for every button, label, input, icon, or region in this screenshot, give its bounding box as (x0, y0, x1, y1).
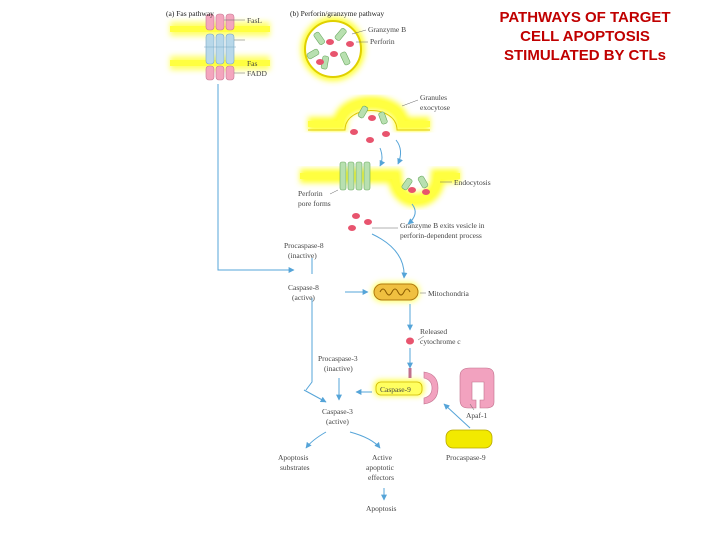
ctl-granule (301, 17, 365, 81)
apoptosis-label: Apoptosis (366, 504, 397, 513)
panel-b-label: (b) Perforin/granzyme pathway (290, 9, 384, 18)
caspase-9-complex (374, 368, 439, 405)
diagram-labels: (a) Fas pathway (b) Perforin/granzyme pa… (166, 9, 491, 513)
apaf-1-label: Apaf-1 (466, 411, 487, 420)
procaspase-9-label: Procaspase-9 (446, 453, 486, 462)
mitochondrion-icon (372, 282, 420, 302)
fasl-ligand (205, 13, 235, 31)
granules-label-1: Granules (420, 93, 447, 102)
procaspase-9-icon (445, 429, 493, 449)
caspase-3-label-2: (active) (326, 417, 349, 426)
apaf-1-icon (459, 367, 495, 409)
procaspase-3-label-1: Procaspase-3 (318, 354, 358, 363)
fas-label: Fas (247, 59, 258, 68)
fadd-label: FADD (247, 69, 267, 78)
granzyme-b-icon (316, 39, 354, 65)
title-line-2: CELL APOPTOSIS (520, 28, 650, 45)
endocytosis-label: Endocytosis (454, 178, 491, 187)
apoptosis-substrates-label-1: Apoptosis (278, 453, 309, 462)
granzyme-exit-label-1: Granzyme B exits vesicle in (400, 221, 485, 230)
apoptosis-substrates-label-2: substrates (280, 463, 310, 472)
perforin-icon (306, 27, 351, 70)
target-membrane (300, 169, 460, 207)
caspase-8-label-1: Caspase-8 (288, 283, 319, 292)
released-label-1: Released (420, 327, 447, 336)
endocytic-vesicle (401, 175, 430, 195)
granules-label-2: exocytose (420, 103, 451, 112)
free-granzyme-b (348, 213, 372, 231)
title-line-1: PATHWAYS OF TARGET (499, 9, 671, 26)
fadd-adaptor (205, 65, 235, 81)
panel-a-label: (a) Fas pathway (166, 9, 214, 18)
caspase-8-label-2: (active) (292, 293, 315, 302)
active-effectors-label-3: effectors (368, 473, 394, 482)
procaspase-8-label-2: (inactive) (288, 251, 317, 260)
cytochrome-c-icon (406, 337, 414, 345)
fasl-label: FasL (247, 16, 262, 25)
mitochondria-label: Mitochondria (428, 289, 469, 298)
exocytosis-membrane (308, 96, 430, 143)
caspase-9-label: Caspase-9 (380, 385, 411, 394)
perforin-pore-label-1: Perforin (298, 189, 323, 198)
active-effectors-label-2: apoptotic (366, 463, 395, 472)
slide-title: PATHWAYS OF TARGET CELL APOPTOSIS STIMUL… (470, 8, 700, 65)
active-effectors-label-1: Active (372, 453, 393, 462)
perforin-label: Perforin (370, 37, 395, 46)
released-label-2: cytochrome c (420, 337, 461, 346)
fas-receptor (204, 33, 236, 65)
title-line-3: STIMULATED BY CTLs (504, 47, 666, 64)
leader-lines (224, 19, 475, 411)
perforin-pore-label-2: pore forms (298, 199, 331, 208)
granzyme-b-label: Granzyme B (368, 25, 406, 34)
pathway-arrows (217, 84, 471, 501)
procaspase-3-label-2: (inactive) (324, 364, 353, 373)
granzyme-exit-label-2: perforin-dependent process (400, 231, 482, 240)
procaspase-8-label-1: Procaspase-8 (284, 241, 324, 250)
perforin-pore-icon (339, 161, 371, 191)
caspase-3-label-1: Caspase-3 (322, 407, 353, 416)
